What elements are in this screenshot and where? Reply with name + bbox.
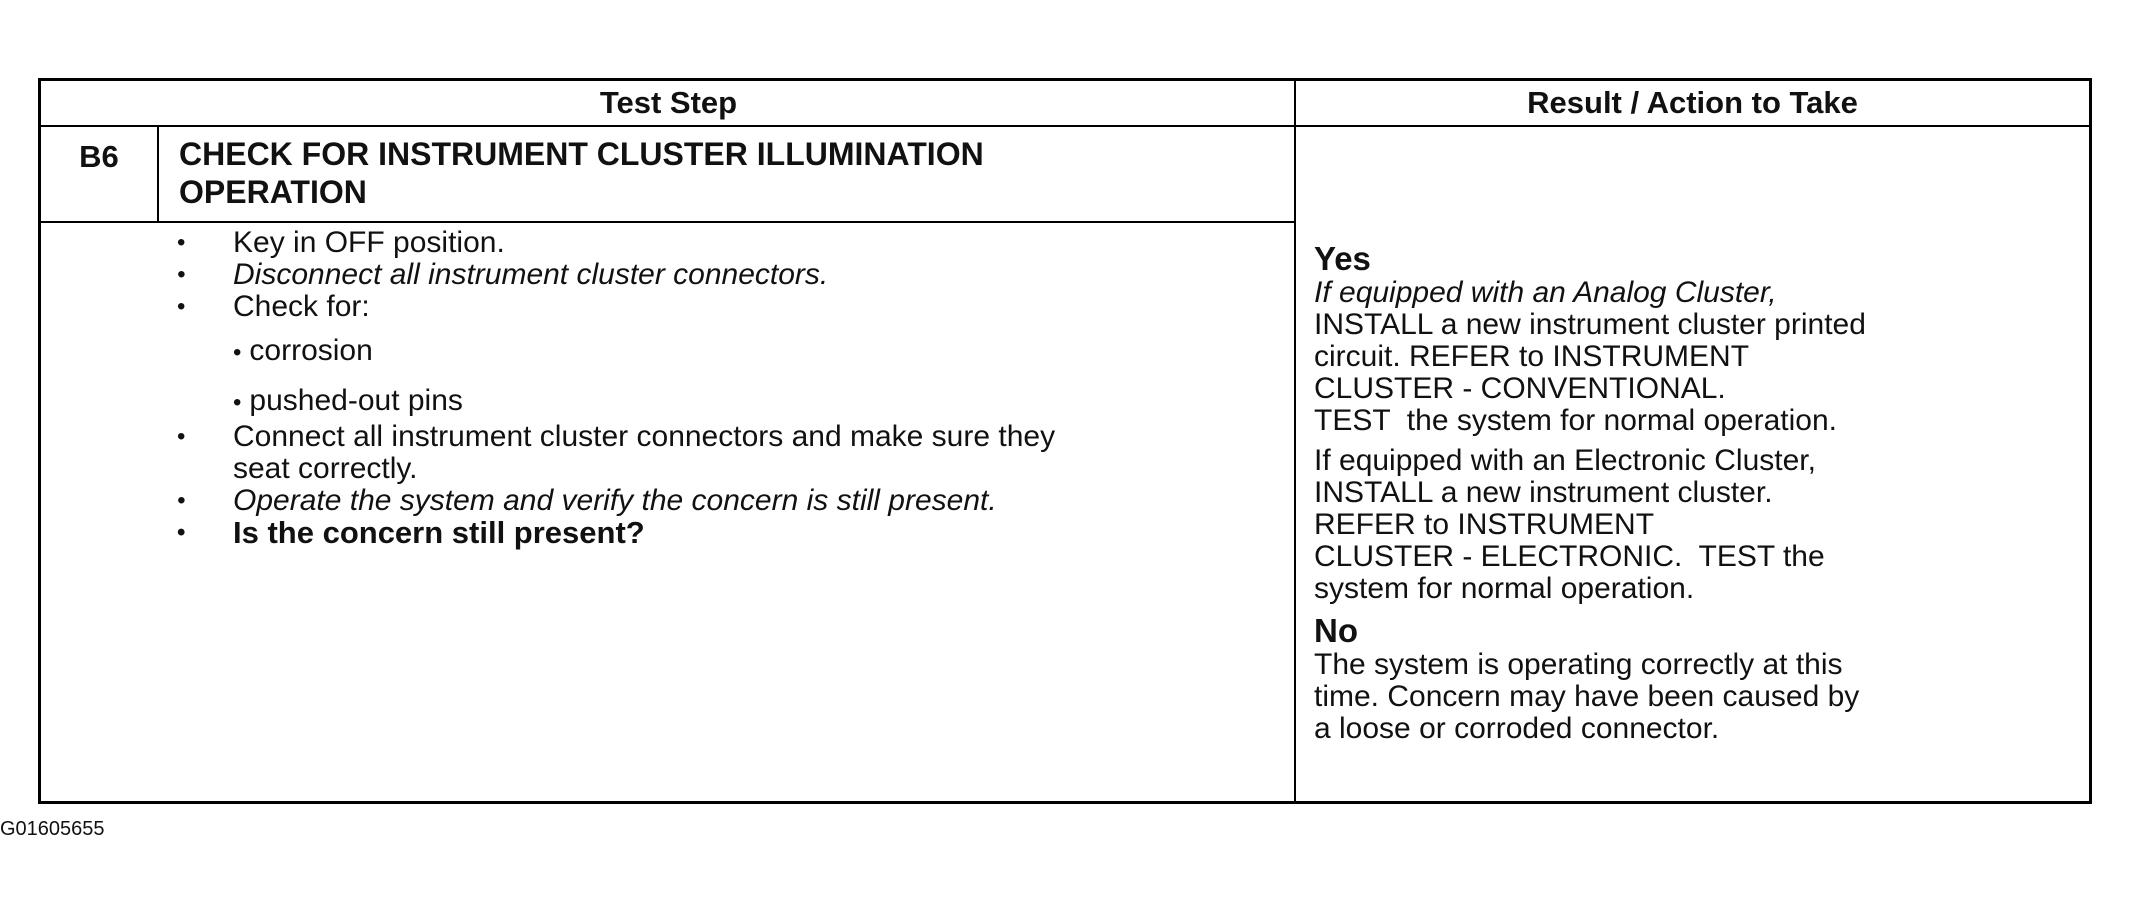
bullet-icon: • bbox=[177, 293, 186, 320]
yes-analog-line: If equipped with an Analog Cluster, bbox=[1314, 276, 1777, 309]
list-item: •Check for: bbox=[177, 290, 370, 323]
no-line: a loose or corroded connector. bbox=[1314, 712, 1720, 745]
header-result-action: Result / Action to Take bbox=[1296, 81, 2089, 127]
yes-electronic-line: REFER to INSTRUMENT bbox=[1314, 508, 1655, 541]
step-title-line2: OPERATION bbox=[179, 174, 367, 210]
step-id: B6 bbox=[41, 127, 159, 223]
sub-list-item: •corrosion bbox=[233, 334, 373, 367]
figure-id: G01605655 bbox=[0, 818, 105, 840]
bullet-icon: • bbox=[177, 423, 186, 450]
yes-electronic-line: INSTALL a new instrument cluster. bbox=[1314, 476, 1773, 509]
bullet-icon: • bbox=[233, 339, 242, 366]
result-panel: Yes If equipped with an Analog Cluster, … bbox=[1314, 241, 2074, 745]
list-item: •Connect all instrument cluster connecto… bbox=[177, 420, 1056, 485]
yes-electronic-line: CLUSTER - ELECTRONIC. TEST the bbox=[1314, 540, 1825, 573]
yes-label: Yes bbox=[1314, 240, 1371, 277]
step-title: CHECK FOR INSTRUMENT CLUSTER ILLUMINATIO… bbox=[159, 127, 1294, 223]
sub-list-item: •pushed-out pins bbox=[233, 384, 463, 417]
list-item: •Disconnect all instrument cluster conne… bbox=[177, 258, 829, 291]
no-line: time. Concern may have been caused by bbox=[1314, 680, 1860, 713]
column-divider bbox=[1294, 81, 1296, 801]
procedure-list: •Key in OFF position. •Disconnect all in… bbox=[41, 223, 1294, 549]
bullet-icon: • bbox=[177, 261, 186, 288]
bullet-icon: • bbox=[177, 487, 186, 514]
yes-electronic-line: system for normal operation. bbox=[1314, 572, 1695, 605]
yes-analog-line: INSTALL a new instrument cluster printed bbox=[1314, 308, 1866, 341]
diagnostic-table: Test Step Result / Action to Take B6 CHE… bbox=[38, 78, 2092, 804]
question-item: •Is the concern still present? bbox=[177, 515, 645, 550]
yes-analog-line: circuit. REFER to INSTRUMENT bbox=[1314, 340, 1750, 373]
yes-electronic-line: If equipped with an Electronic Cluster, bbox=[1314, 444, 1816, 477]
bullet-icon: • bbox=[177, 229, 186, 256]
yes-analog-line: TEST the system for normal operation. bbox=[1314, 404, 1837, 437]
no-label: No bbox=[1314, 612, 1358, 649]
list-item: •Key in OFF position. bbox=[177, 226, 505, 259]
no-line: The system is operating correctly at thi… bbox=[1314, 648, 1843, 681]
header-test-step: Test Step bbox=[41, 81, 1296, 127]
bullet-icon: • bbox=[233, 389, 242, 416]
list-item: •Operate the system and verify the conce… bbox=[177, 484, 997, 517]
bullet-icon: • bbox=[177, 519, 186, 546]
step-title-line1: CHECK FOR INSTRUMENT CLUSTER ILLUMINATIO… bbox=[179, 136, 984, 172]
yes-analog-line: CLUSTER - CONVENTIONAL. bbox=[1314, 372, 1726, 405]
